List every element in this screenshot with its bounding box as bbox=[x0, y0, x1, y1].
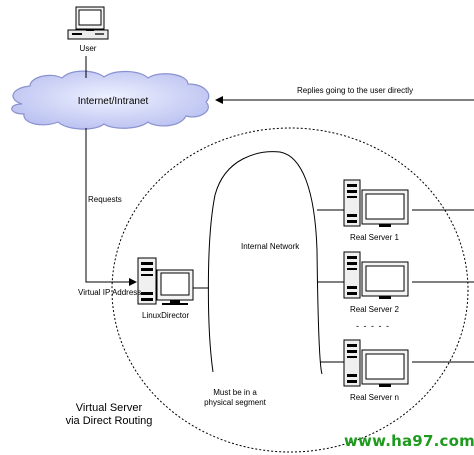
segment-note-line2: physical segment bbox=[204, 398, 266, 407]
virtual-ip-label: Virtual IP Address bbox=[78, 288, 142, 297]
user-computer-icon bbox=[67, 6, 109, 40]
servern-label: Real Server n bbox=[350, 393, 399, 402]
director-label: LinuxDirector bbox=[142, 311, 190, 320]
virtual-server-boundary bbox=[111, 127, 469, 453]
segment-note-line1: Must be in a bbox=[213, 388, 257, 397]
watermark: www.ha97.com bbox=[344, 432, 474, 450]
requests-arrow bbox=[85, 128, 137, 286]
internet-cloud bbox=[11, 70, 210, 130]
diagram-title-line2: via Direct Routing bbox=[65, 415, 153, 427]
server2-computer-icon bbox=[343, 251, 409, 299]
server1-label: Real Server 1 bbox=[350, 233, 399, 242]
servern-computer-icon bbox=[343, 339, 409, 387]
server2-label: Real Server 2 bbox=[350, 305, 399, 314]
director-computer-icon bbox=[137, 257, 194, 305]
internal-network-segment bbox=[207, 151, 323, 375]
replies-label: Replies going to the user directly bbox=[297, 86, 414, 95]
cloud-label: Internet/Intranet bbox=[77, 96, 149, 107]
user-label: User bbox=[79, 44, 97, 53]
servers-ellipsis: - - - - - bbox=[356, 321, 390, 331]
server1-computer-icon bbox=[343, 179, 409, 227]
requests-label: Requests bbox=[88, 195, 122, 204]
diagram-title-line1: Virtual Server bbox=[75, 402, 143, 414]
internal-network-label: Internal Network bbox=[241, 242, 300, 251]
